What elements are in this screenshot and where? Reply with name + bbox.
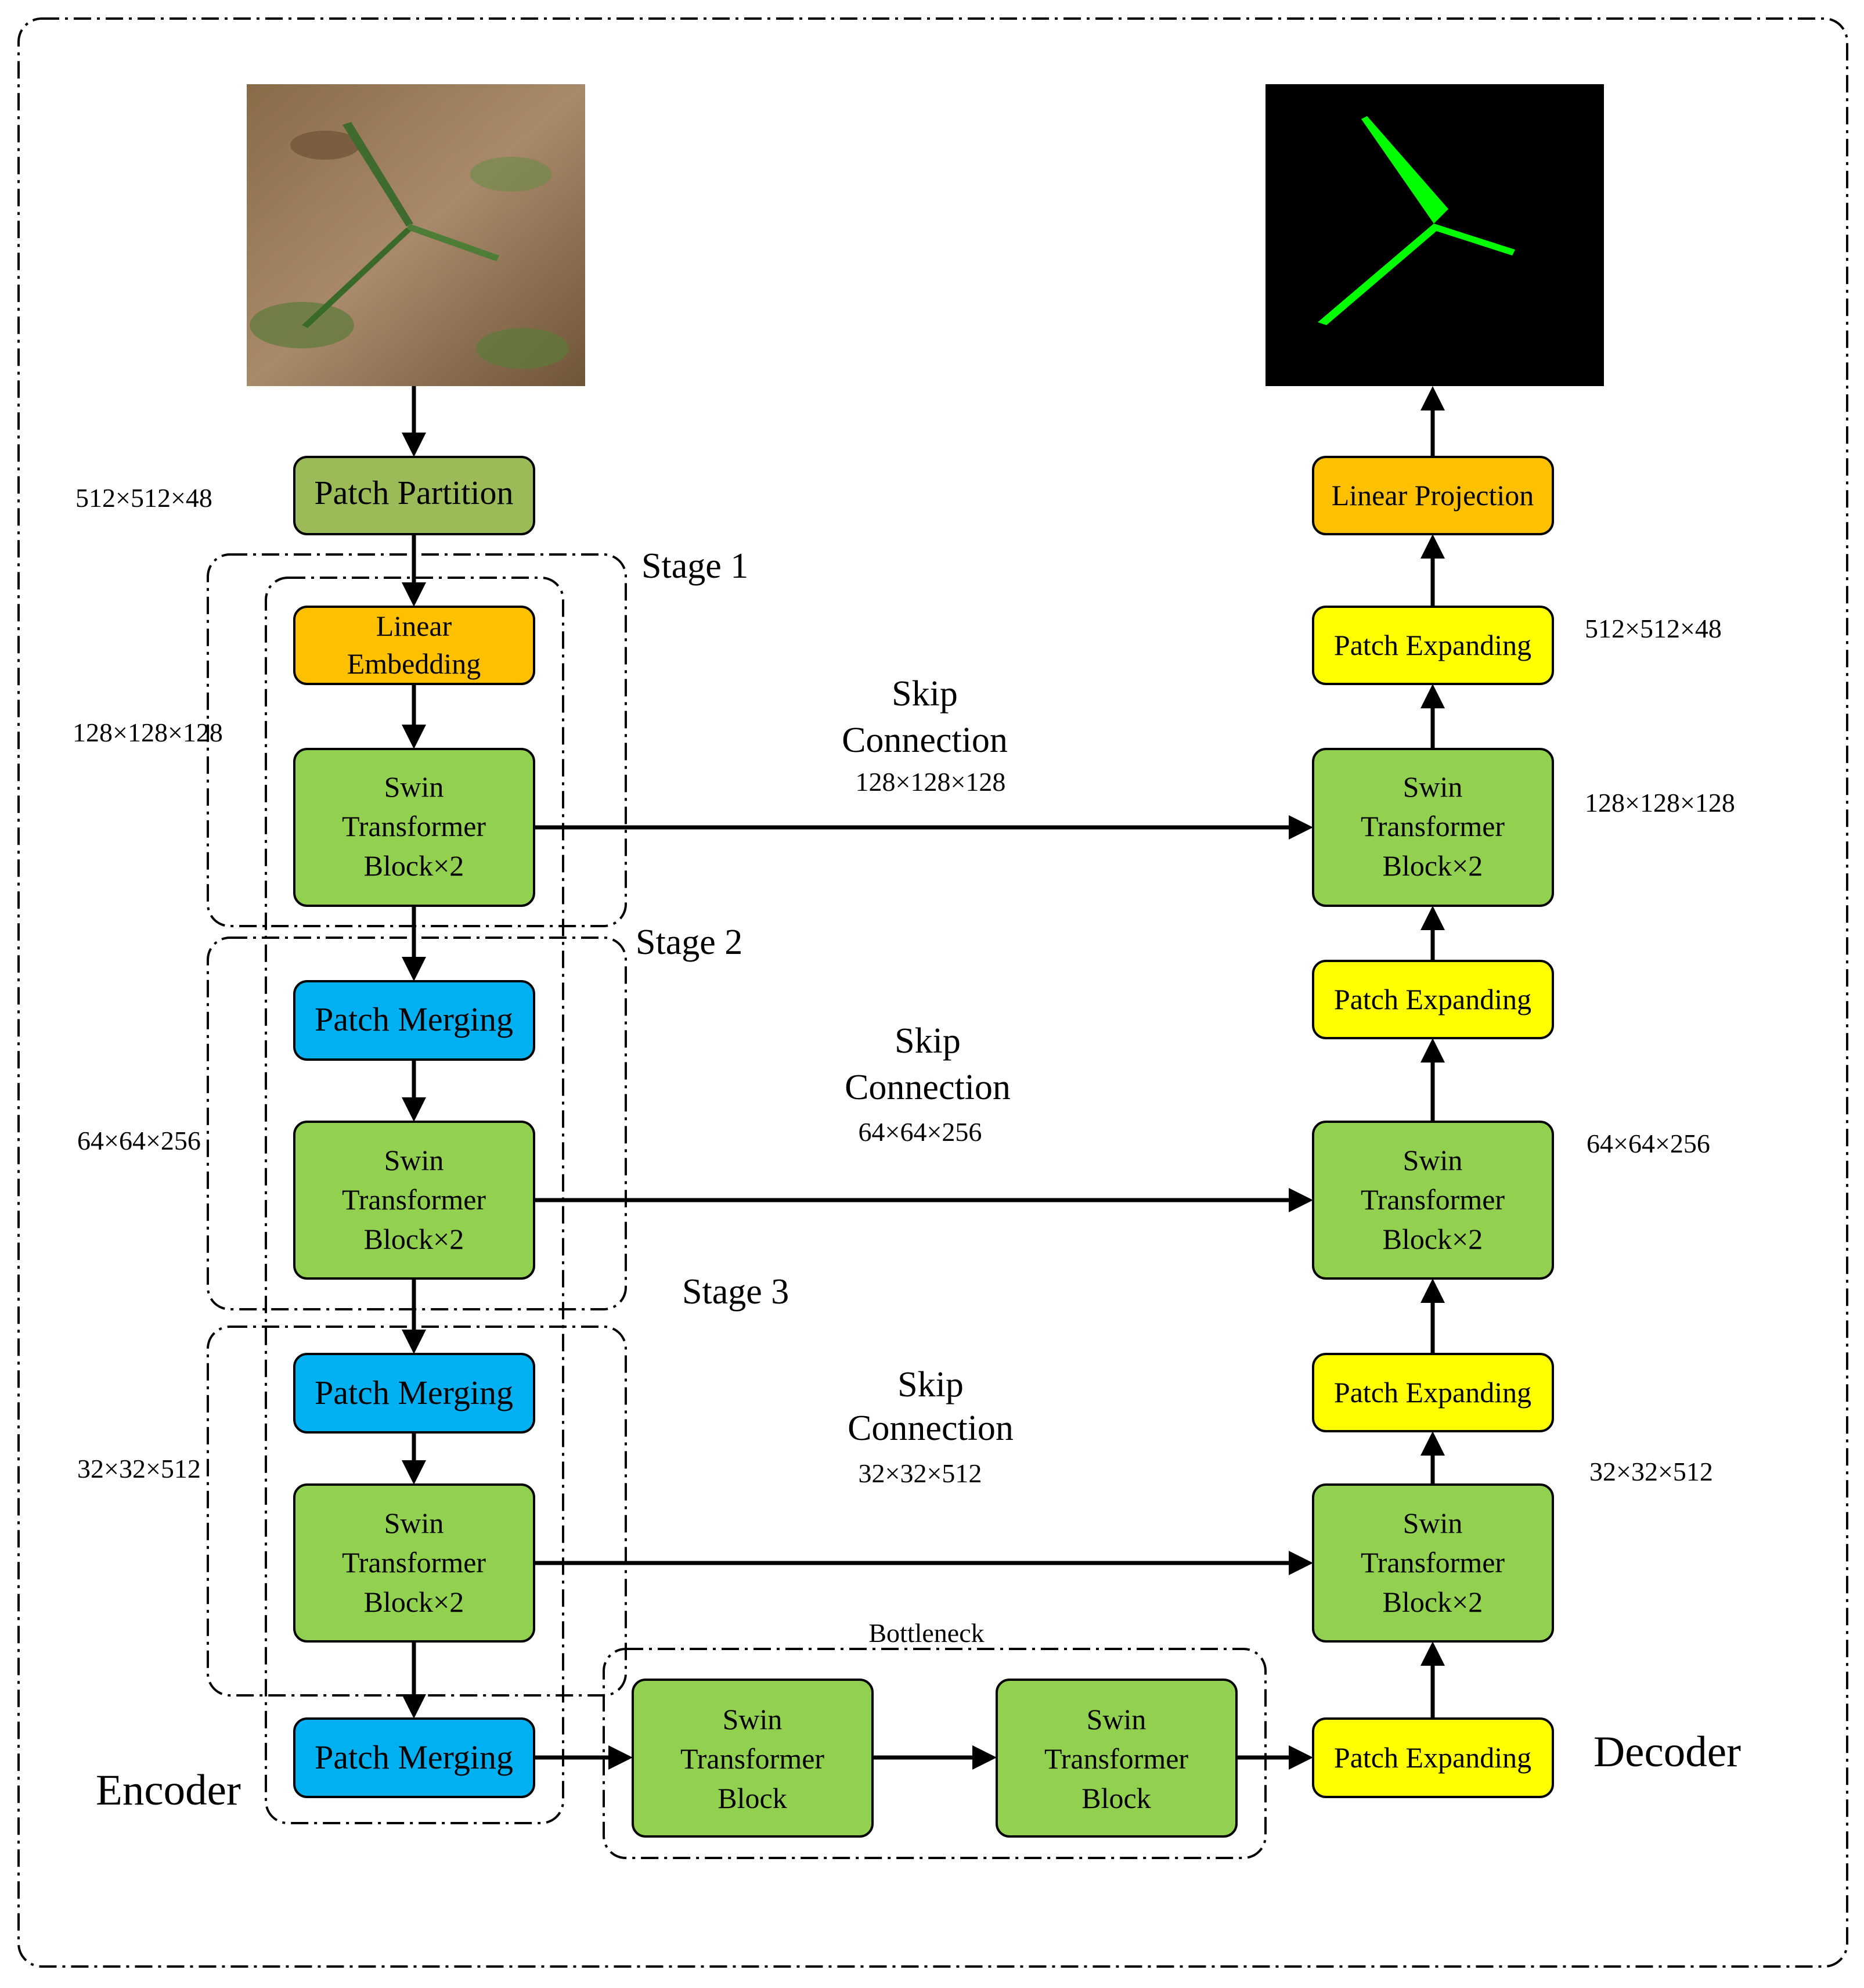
skip-2-label-line1: Skip [895, 1021, 961, 1061]
decoder-swin-1-dim: 128×128×128 [1585, 788, 1735, 817]
arrows [402, 386, 1445, 1770]
skip-2-label-line2: Connection [845, 1068, 1011, 1107]
decoder-swin-3-line3: Block×2 [1383, 1586, 1483, 1618]
stage-2-label: Stage 2 [636, 923, 742, 962]
bottleneck-2-line1: Swin [1087, 1703, 1146, 1735]
encoder-label: Encoder [96, 1766, 241, 1814]
encoder-swin-2-line3: Block×2 [364, 1223, 464, 1255]
patch-expanding-label-4: Patch Expanding [1334, 1741, 1531, 1774]
decoder-swin-2-line1: Swin [1403, 1144, 1463, 1176]
skip-1-dim: 128×128×128 [856, 767, 1006, 797]
encoder-swin-1-line1: Swin [384, 770, 444, 803]
skip-1-label-line2: Connection [842, 721, 1008, 760]
linear-embedding-label-line2: Embedding [347, 647, 481, 680]
decoder-swin-2-line3: Block×2 [1383, 1223, 1483, 1255]
encoder-frame [265, 577, 564, 1824]
stage-2-dim: 64×64×256 [77, 1126, 201, 1155]
decoder-swin-1-line2: Transformer [1361, 810, 1505, 842]
output-image [1265, 84, 1604, 386]
decoder-swin-1-line1: Swin [1403, 770, 1463, 803]
skip-1-label-line1: Skip [892, 674, 958, 714]
stage-3-dim: 32×32×512 [77, 1454, 201, 1483]
decoder-swin-3-line2: Transformer [1361, 1546, 1505, 1579]
patch-expanding-label-2: Patch Expanding [1334, 983, 1531, 1015]
linear-projection-label: Linear Projection [1332, 479, 1534, 512]
decoder-swin-2-dim: 64×64×256 [1587, 1129, 1710, 1158]
stage-1-frame [207, 553, 627, 927]
stage-2-frame [207, 937, 627, 1310]
decoder-swin-1-line3: Block×2 [1383, 849, 1483, 882]
patch-merging-label-2: Patch Merging [315, 1374, 513, 1411]
encoder-swin-2-line1: Swin [384, 1144, 444, 1176]
encoder-swin-1-line3: Block×2 [364, 849, 464, 882]
encoder-swin-3-line2: Transformer [342, 1546, 486, 1579]
stage-1-dim: 128×128×128 [73, 718, 223, 747]
bottleneck-label: Bottleneck [868, 1618, 984, 1648]
bottleneck-2-line2: Transformer [1044, 1742, 1188, 1775]
skip-3-label-line2: Connection [848, 1409, 1014, 1448]
skip-3-label-line1: Skip [897, 1365, 964, 1404]
encoder-swin-1-line2: Transformer [342, 810, 486, 842]
skip-3-dim: 32×32×512 [859, 1458, 982, 1488]
decoder-expand-top-dim: 512×512×48 [1585, 614, 1722, 643]
linear-embedding-label-line1: Linear [376, 610, 452, 642]
patch-expanding-label-1: Patch Expanding [1334, 629, 1531, 661]
decoder-swin-3-line1: Swin [1403, 1507, 1463, 1539]
outer-frame [17, 17, 1848, 1968]
bottleneck-1-line2: Transformer [680, 1742, 824, 1775]
decoder-swin-2-line2: Transformer [1361, 1183, 1505, 1216]
skip-2-dim: 64×64×256 [859, 1117, 982, 1147]
patch-partition-label: Patch Partition [314, 474, 513, 512]
bottleneck-1-line1: Swin [723, 1703, 783, 1735]
patch-expanding-label-3: Patch Expanding [1334, 1376, 1531, 1409]
encoder-swin-3-line1: Swin [384, 1507, 444, 1539]
encoder-swin-3-line3: Block×2 [364, 1586, 464, 1618]
stage-1-label: Stage 1 [641, 546, 748, 586]
bottleneck-2-line3: Block [1081, 1782, 1151, 1814]
patch-merging-label-1: Patch Merging [315, 1000, 513, 1038]
input-image [247, 84, 585, 386]
bottleneck-frame [603, 1648, 1267, 1859]
stage-3-label: Stage 3 [682, 1272, 789, 1312]
patch-merging-label-3: Patch Merging [315, 1738, 513, 1776]
patch-partition-dim: 512×512×48 [75, 483, 212, 513]
segmentation-mask-icon [1265, 84, 1604, 386]
encoder-swin-2-line2: Transformer [342, 1183, 486, 1216]
decoder-label: Decoder [1593, 1728, 1741, 1776]
bottleneck-1-line3: Block [718, 1782, 787, 1814]
decoder-swin-3-dim: 32×32×512 [1589, 1457, 1713, 1486]
